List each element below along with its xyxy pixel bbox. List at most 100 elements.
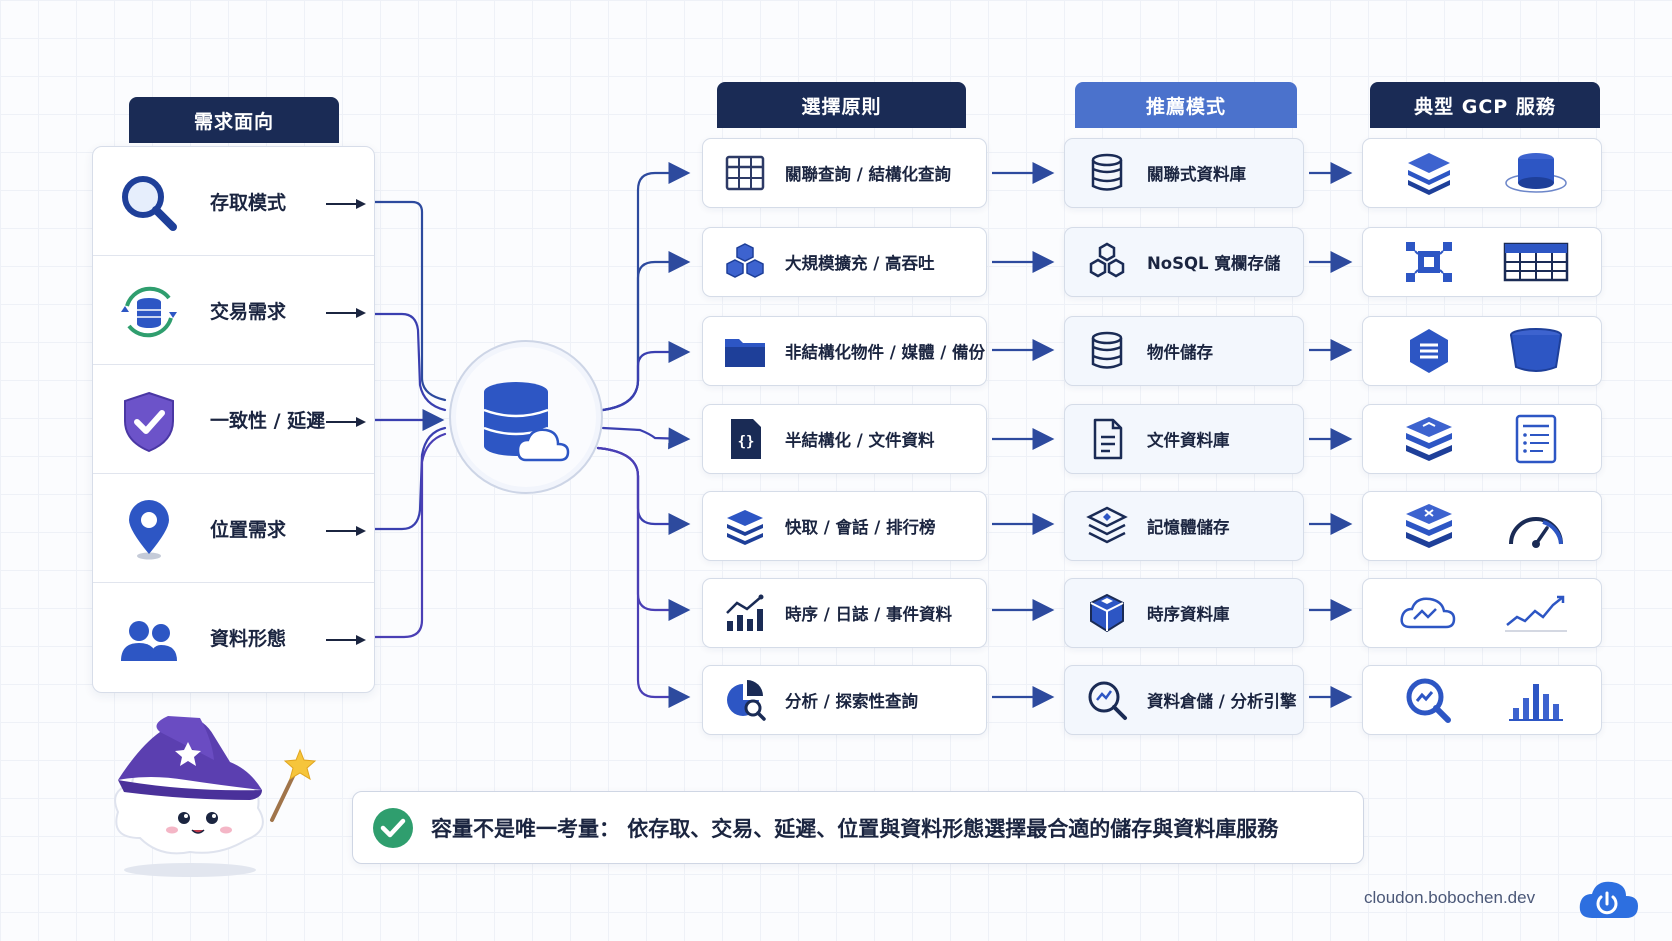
link-need-1	[373, 200, 447, 402]
need-transaction: 交易需求	[93, 256, 374, 365]
trend-chart-icon	[726, 594, 764, 631]
hexagon-storage-icon	[1409, 329, 1448, 373]
arrow-right-icon	[326, 635, 366, 645]
link-need-2	[373, 312, 447, 412]
need-label: 資料形態	[210, 628, 287, 650]
time-cube-icon	[1090, 593, 1124, 633]
need-data-shape: 資料形態	[93, 583, 374, 692]
recommend-card-6: 時序資料庫	[1064, 578, 1304, 648]
summary-note: 容量不是唯一考量： 依存取、交易、延遲、位置與資料形態選擇最合適的儲存與資料庫服…	[352, 791, 1364, 864]
footer-site: cloudon.bobochen.dev	[1364, 888, 1536, 907]
principle-label: 半結構化 / 文件資料	[785, 431, 935, 450]
header-principle: 選擇原則	[717, 82, 966, 128]
principle-card-1: 關聯查詢 / 結構化查詢	[702, 138, 987, 208]
gcp-card-7	[1362, 665, 1602, 735]
recommend-label: 時序資料庫	[1147, 605, 1230, 624]
location-pin-icon	[129, 500, 169, 560]
recommend-card-3: 物件儲存	[1064, 316, 1304, 386]
recommend-label: 記憶體儲存	[1147, 518, 1230, 537]
cloud-monitor-icon	[1399, 597, 1455, 629]
analytics-search-icon	[1088, 681, 1127, 720]
need-label: 存取模式	[210, 191, 287, 214]
layers-icon	[1407, 153, 1450, 195]
bar-chart-icon	[1508, 684, 1563, 721]
principle-label: 分析 / 探索性查詢	[785, 692, 919, 711]
wide-table-icon	[1503, 242, 1568, 282]
link-hub-1	[601, 162, 691, 412]
link-hub-2	[601, 251, 691, 412]
principle-label: 關聯查詢 / 結構化查詢	[785, 165, 952, 184]
gcp-card-1	[1362, 138, 1602, 208]
recommend-card-4: 文件資料庫	[1064, 404, 1304, 474]
arrow-right-icon	[326, 526, 366, 536]
header-gcp: 典型 GCP 服務	[1370, 82, 1600, 128]
gcp-card-2	[1362, 227, 1602, 297]
document-list-icon	[1515, 414, 1556, 464]
arrow-right-icon	[326, 417, 366, 427]
need-label: 一致性 / 延遲	[210, 409, 326, 432]
principle-card-4: {} 半結構化 / 文件資料	[702, 404, 987, 474]
arrow-right-icon	[326, 308, 366, 318]
link-hub-7	[596, 446, 691, 708]
cloud-sql-icon	[1504, 153, 1567, 193]
recommend-label: 資料倉儲 / 分析引擎	[1147, 692, 1297, 711]
document-icon	[1093, 418, 1123, 460]
bigtable-icon	[1405, 242, 1452, 282]
need-consistency: 一致性 / 延遲	[93, 365, 374, 474]
database-icon	[1091, 153, 1123, 191]
svg-text:{}: {}	[738, 434, 755, 450]
need-location: 位置需求	[93, 474, 374, 583]
principle-label: 時序 / 日誌 / 事件資料	[785, 605, 953, 624]
need-access-pattern: 存取模式	[93, 147, 374, 256]
table-icon	[725, 155, 765, 191]
gcp-card-6	[1362, 578, 1602, 648]
principle-card-5: 快取 / 會話 / 排行榜	[702, 491, 987, 561]
users-icon	[121, 621, 177, 661]
recommend-card-1: 關聯式資料庫	[1064, 138, 1304, 208]
principle-label: 非結構化物件 / 媒體 / 備份	[785, 343, 986, 362]
recommend-card-2: NoSQL 寬欄存儲	[1064, 227, 1304, 297]
gcp-card-3	[1362, 316, 1602, 386]
needs-panel: 存取模式 交易需求 一致性 / 延遲 位置需求	[92, 146, 375, 693]
cubes-icon	[726, 243, 764, 278]
arrow-right-icon	[326, 199, 366, 209]
header-needs: 需求面向	[129, 97, 339, 143]
principle-label: 大規模擴充 / 高吞吐	[785, 254, 935, 273]
link-hub-6	[596, 446, 691, 621]
database-sync-icon	[121, 286, 177, 338]
shield-check-icon	[124, 391, 174, 453]
check-circle-icon	[373, 807, 413, 848]
firestore-icon	[1405, 417, 1452, 461]
pie-search-icon	[727, 680, 766, 721]
recommend-label: NoSQL 寬欄存儲	[1147, 254, 1281, 273]
principle-label: 快取 / 會話 / 排行榜	[785, 518, 936, 537]
bucket-icon	[1509, 328, 1562, 372]
principle-card-2: 大規模擴充 / 高吞吐	[702, 227, 987, 297]
summary-text: 容量不是唯一考量： 依存取、交易、延遲、位置與資料形態選擇最合適的儲存與資料庫服…	[431, 816, 1279, 841]
stack-icon	[727, 510, 763, 545]
recommend-label: 文件資料庫	[1147, 431, 1230, 450]
memorystore-icon	[1405, 504, 1452, 548]
folder-icon	[725, 339, 765, 367]
json-file-icon: {}	[731, 419, 761, 459]
principle-card-6: 時序 / 日誌 / 事件資料	[702, 578, 987, 648]
recommend-label: 關聯式資料庫	[1147, 165, 1246, 184]
need-label: 交易需求	[210, 300, 287, 323]
header-recommend: 推薦模式	[1075, 82, 1297, 128]
recommend-card-5: 記憶體儲存	[1064, 491, 1304, 561]
recommend-card-7: 資料倉儲 / 分析引擎	[1064, 665, 1304, 735]
link-hub-4	[601, 426, 691, 450]
gauge-icon	[1508, 517, 1563, 548]
database-icon	[1091, 331, 1123, 369]
gcp-card-4	[1362, 404, 1602, 474]
recommend-label: 物件儲存	[1147, 343, 1213, 362]
bigquery-icon	[1406, 678, 1451, 723]
memory-stack-icon	[1086, 506, 1128, 544]
hexagons-icon	[1089, 242, 1125, 278]
principle-card-3: 非結構化物件 / 媒體 / 備份	[702, 316, 987, 386]
link-need-5	[373, 432, 447, 639]
principle-card-7: 分析 / 探索性查詢	[702, 665, 987, 735]
need-label: 位置需求	[210, 518, 287, 541]
gcp-card-5	[1362, 491, 1602, 561]
